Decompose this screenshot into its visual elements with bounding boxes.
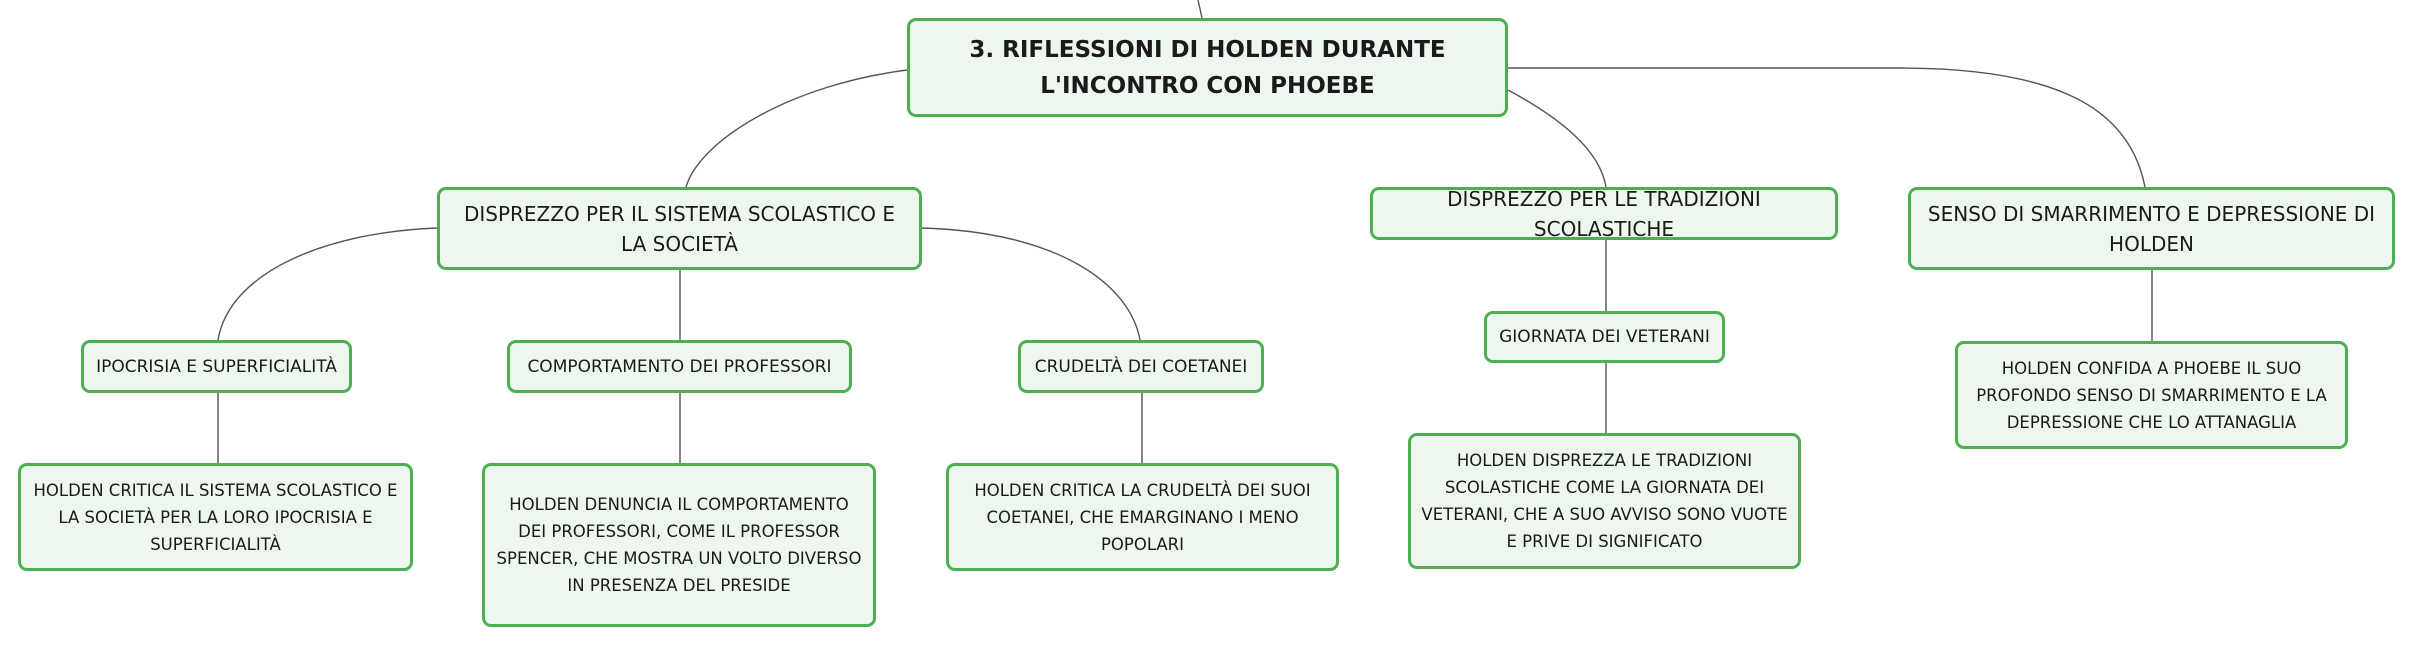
sub-node-label: IPOCRISIA E SUPERFICIALITÀ [96,356,337,377]
detail-node-text: HOLDEN CONFIDA A PHOEBE IL SUO PROFONDO … [1976,358,2327,432]
sub-node-veterani[interactable]: GIORNATA DEI VETERANI [1484,311,1725,363]
root-node-label: 3. RIFLESSIONI DI HOLDEN DURANTE L'INCON… [969,36,1446,99]
detail-node-ipocrisia[interactable]: HOLDEN CRITICA IL SISTEMA SCOLASTICO E L… [18,463,413,571]
connector-school-to-ipocrisia [217,227,438,341]
connector-root-to-branch-depression [1508,67,2146,188]
branch-node-school-society[interactable]: DISPREZZO PER IL SISTEMA SCOLASTICO E LA… [437,187,922,270]
detail-node-text: HOLDEN DISPREZZA LE TRADIZIONI SCOLASTIC… [1421,451,1788,551]
branch-node-depression[interactable]: SENSO DI SMARRIMENTO E DEPRESSIONE DI HO… [1908,187,2395,270]
branch-node-label: DISPREZZO PER IL SISTEMA SCOLASTICO E LA… [463,201,896,256]
sub-node-crudelta[interactable]: CRUDELTÀ DEI COETANEI [1018,340,1264,393]
detail-node-text: HOLDEN DENUNCIA IL COMPORTAMENTO DEI PRO… [496,495,862,595]
detail-node-veterani[interactable]: HOLDEN DISPREZZA LE TRADIZIONI SCOLASTIC… [1408,433,1801,569]
branch-node-traditions[interactable]: DISPREZZO PER LE TRADIZIONI SCOLASTICHE [1370,187,1838,241]
sub-node-professori[interactable]: COMPORTAMENTO DEI PROFESSORI [507,340,852,393]
detail-node-text: HOLDEN CRITICA IL SISTEMA SCOLASTICO E L… [33,480,398,554]
sub-node-label: GIORNATA DEI VETERANI [1499,327,1710,347]
detail-node-depression[interactable]: HOLDEN CONFIDA A PHOEBE IL SUO PROFONDO … [1955,341,2348,449]
detail-node-crudelta[interactable]: HOLDEN CRITICA LA CRUDELTÀ DEI SUOI COET… [946,463,1339,571]
branch-node-label: SENSO DI SMARRIMENTO E DEPRESSIONE DI HO… [1927,201,2376,256]
root-node[interactable]: 3. RIFLESSIONI DI HOLDEN DURANTE L'INCON… [907,18,1508,117]
sub-node-ipocrisia[interactable]: IPOCRISIA E SUPERFICIALITÀ [81,340,352,393]
sub-node-label: COMPORTAMENTO DEI PROFESSORI [527,356,832,377]
branch-node-label: DISPREZZO PER LE TRADIZIONI SCOLASTICHE [1447,186,1761,241]
connector-root-to-branch-school [685,69,908,188]
sub-node-label: CRUDELTÀ DEI COETANEI [1034,356,1248,377]
connector-root-incoming [1197,0,1203,19]
detail-node-professori[interactable]: HOLDEN DENUNCIA IL COMPORTAMENTO DEI PRO… [482,463,876,627]
connector-root-to-branch-traditions [1507,89,1607,188]
detail-node-text: HOLDEN CRITICA LA CRUDELTÀ DEI SUOI COET… [974,480,1311,554]
connector-school-to-crudelta [921,227,1141,341]
